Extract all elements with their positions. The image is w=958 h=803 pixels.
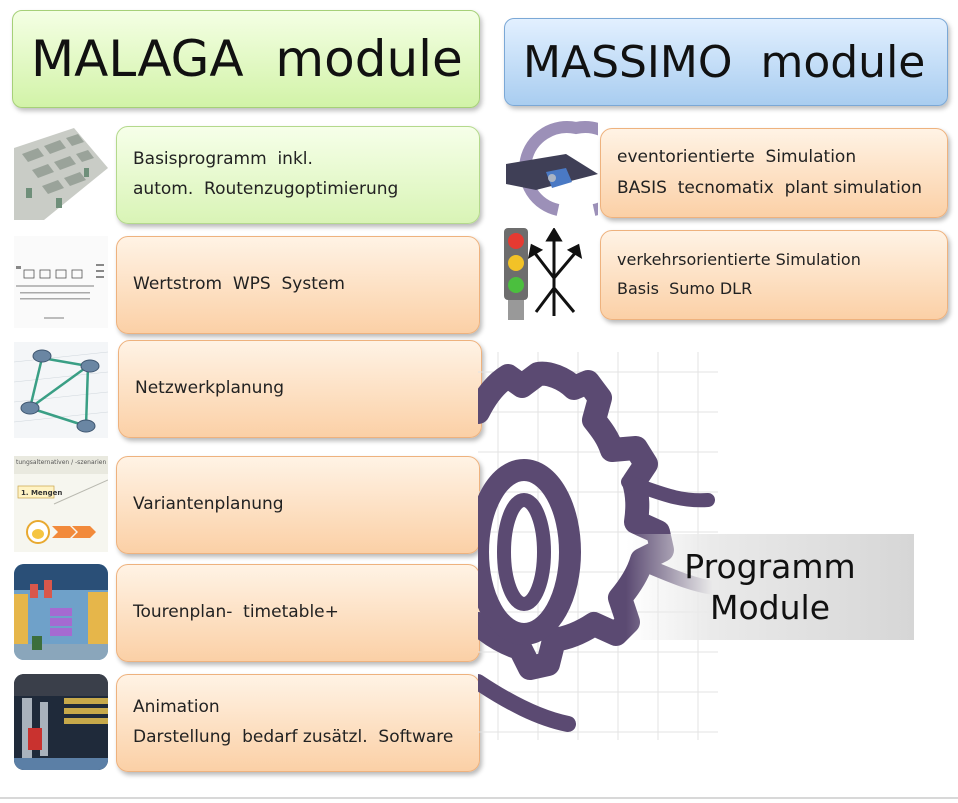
variant-thumbnail-tab: tungsalternativen / -szenarien (16, 459, 106, 466)
massimo-module-header: MASSIMO module (504, 18, 948, 106)
animation-thumbnail (14, 674, 108, 770)
traffic-simulation-line1: verkehrsorientierte Simulation (617, 250, 861, 270)
tourenplan-box: Tourenplan- timetable+ (116, 564, 480, 662)
animation-line2: Darstellung bedarf zusätzl. Software (133, 727, 454, 747)
malaga-module-header: MALAGA module (12, 10, 480, 108)
netzwerkplanung-label: Netzwerkplanung (135, 378, 285, 399)
event-simulation-thumbnail (506, 120, 598, 216)
wertstrom-box: Wertstrom WPS System (116, 236, 480, 334)
malaga-module-title: MALAGA module (31, 30, 463, 88)
traffic-simulation-box: verkehrsorientierte Simulation Basis Sum… (600, 230, 948, 320)
footer-divider (0, 797, 958, 799)
tourenplan-label: Tourenplan- timetable+ (133, 602, 339, 623)
variant-thumbnail-label: 1. Mengen (21, 489, 62, 497)
program-modules-label: Programm Module (626, 534, 914, 640)
basisprogramm-line2: autom. Routenzugoptimierung (133, 179, 399, 199)
wertstrom-label: Wertstrom WPS System (133, 274, 345, 295)
variantenplanung-box: Variantenplanung (116, 456, 480, 554)
animation-line1: Animation (133, 697, 220, 718)
network-planning-thumbnail (14, 342, 108, 438)
basisprogramm-box: Basisprogramm inkl. autom. Routenzugopti… (116, 126, 480, 224)
variantenplanung-label: Variantenplanung (133, 494, 284, 515)
tour-plan-thumbnail (14, 564, 108, 660)
routing-map-thumbnail (14, 128, 108, 220)
animation-box: Animation Darstellung bedarf zusätzl. So… (116, 674, 480, 772)
traffic-simulation-line2: Basis Sumo DLR (617, 279, 753, 298)
program-label-line2: Module (710, 588, 830, 627)
event-simulation-line2: BASIS tecnomatix plant simulation (617, 178, 922, 198)
netzwerkplanung-box: Netzwerkplanung (118, 340, 482, 438)
massimo-module-title: MASSIMO module (523, 36, 926, 88)
event-simulation-box: eventorientierte Simulation BASIS tecnom… (600, 128, 948, 218)
value-stream-thumbnail (14, 236, 108, 328)
basisprogramm-line1: Basisprogramm inkl. (133, 149, 313, 170)
event-simulation-line1: eventorientierte Simulation (617, 147, 857, 168)
variant-planning-thumbnail: tungsalternativen / -szenarien 1. Mengen (14, 456, 108, 552)
program-label-line1: Programm (684, 546, 856, 586)
traffic-light-icon (504, 228, 590, 320)
